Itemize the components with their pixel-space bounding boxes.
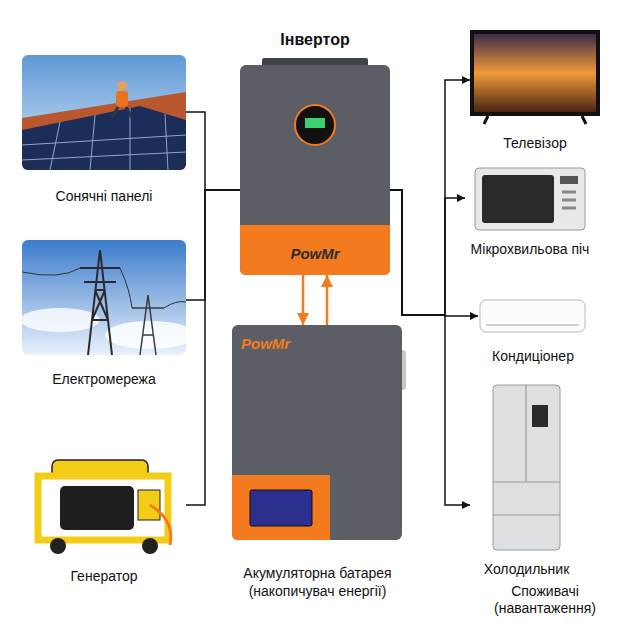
load-box: Кондиціонер: [478, 295, 588, 365]
cloud: [22, 308, 100, 332]
pylon: [80, 250, 120, 355]
panel-grid: [22, 108, 186, 170]
caption: Кондиціонер: [492, 348, 574, 365]
fridge-display: [532, 405, 548, 427]
solar-panel: [22, 106, 186, 170]
microwave-display: [560, 176, 578, 184]
worker-head: [117, 81, 127, 91]
wheel: [142, 538, 158, 554]
worker-legs: [112, 107, 132, 118]
frame: [38, 476, 168, 540]
fridge-doors: [493, 385, 560, 515]
caption: Холодильник: [484, 561, 570, 578]
wire: [186, 112, 240, 190]
energy-arrow: [326, 275, 329, 325]
source-box: Генератор: [22, 455, 186, 585]
display: [295, 105, 335, 145]
caption: Генератор: [70, 568, 137, 585]
caption: Телевізор: [503, 135, 566, 152]
roof: [22, 92, 186, 170]
display-digits: [305, 118, 325, 128]
control-panel: [138, 490, 160, 520]
generator-picture: [38, 460, 171, 554]
battery-box: PowMrАкумуляторна батарея (накопичувач е…: [215, 325, 420, 600]
inverter-body: [240, 65, 390, 275]
wire: [390, 190, 470, 505]
power-wire: [22, 268, 186, 308]
battery-panel: [232, 475, 330, 540]
ac-vent: [486, 324, 579, 326]
load-box: Холодильник: [470, 383, 583, 578]
worker-body: [116, 91, 128, 107]
battery-body: [232, 325, 402, 540]
tv-picture: [470, 30, 600, 124]
pylon: [132, 295, 164, 355]
inverter-box: ІнверторPowMr: [240, 30, 390, 275]
tv-screen: [474, 34, 596, 112]
ac-body: [480, 300, 585, 332]
solar-photo: [22, 55, 186, 170]
caption: PowMr: [241, 335, 290, 353]
caption: Мікрохвильова піч: [471, 241, 590, 258]
wire: [390, 190, 478, 316]
load-box: Телевізор: [470, 28, 600, 152]
grid-photo: [22, 240, 186, 355]
group-label: Споживачі (навантаження): [470, 583, 620, 617]
tv-frame: [470, 30, 600, 116]
caption: Електромережа: [52, 371, 156, 388]
ac-picture: [480, 300, 585, 332]
wire: [186, 190, 240, 505]
tv-stand: [484, 116, 586, 124]
microwave-buttons: [562, 192, 576, 208]
sky: [22, 55, 186, 170]
source-box: Сонячні панелі: [22, 55, 186, 205]
wire: [186, 190, 240, 300]
engine: [60, 486, 134, 530]
caption: PowMr: [290, 245, 339, 263]
heading: Інвертор: [280, 30, 349, 50]
energy-arrow: [302, 275, 305, 325]
battery-picture: [232, 325, 406, 540]
inverter-picture: [240, 58, 390, 275]
microwave-picture: [475, 168, 585, 230]
fridge-body: [493, 385, 560, 550]
caption: Сонячні панелі: [56, 188, 153, 205]
source-box: Електромережа: [22, 240, 186, 388]
wheel: [50, 538, 66, 554]
load-box: Мікрохвильова піч: [465, 162, 595, 258]
microwave-door: [482, 175, 554, 223]
inverter-front: [240, 225, 390, 275]
caption: Акумуляторна батарея (накопичувач енергі…: [223, 564, 413, 600]
battery-screen: [250, 490, 312, 526]
fridge-picture: [493, 385, 560, 550]
cable: [150, 505, 171, 545]
microwave-body: [475, 168, 585, 230]
